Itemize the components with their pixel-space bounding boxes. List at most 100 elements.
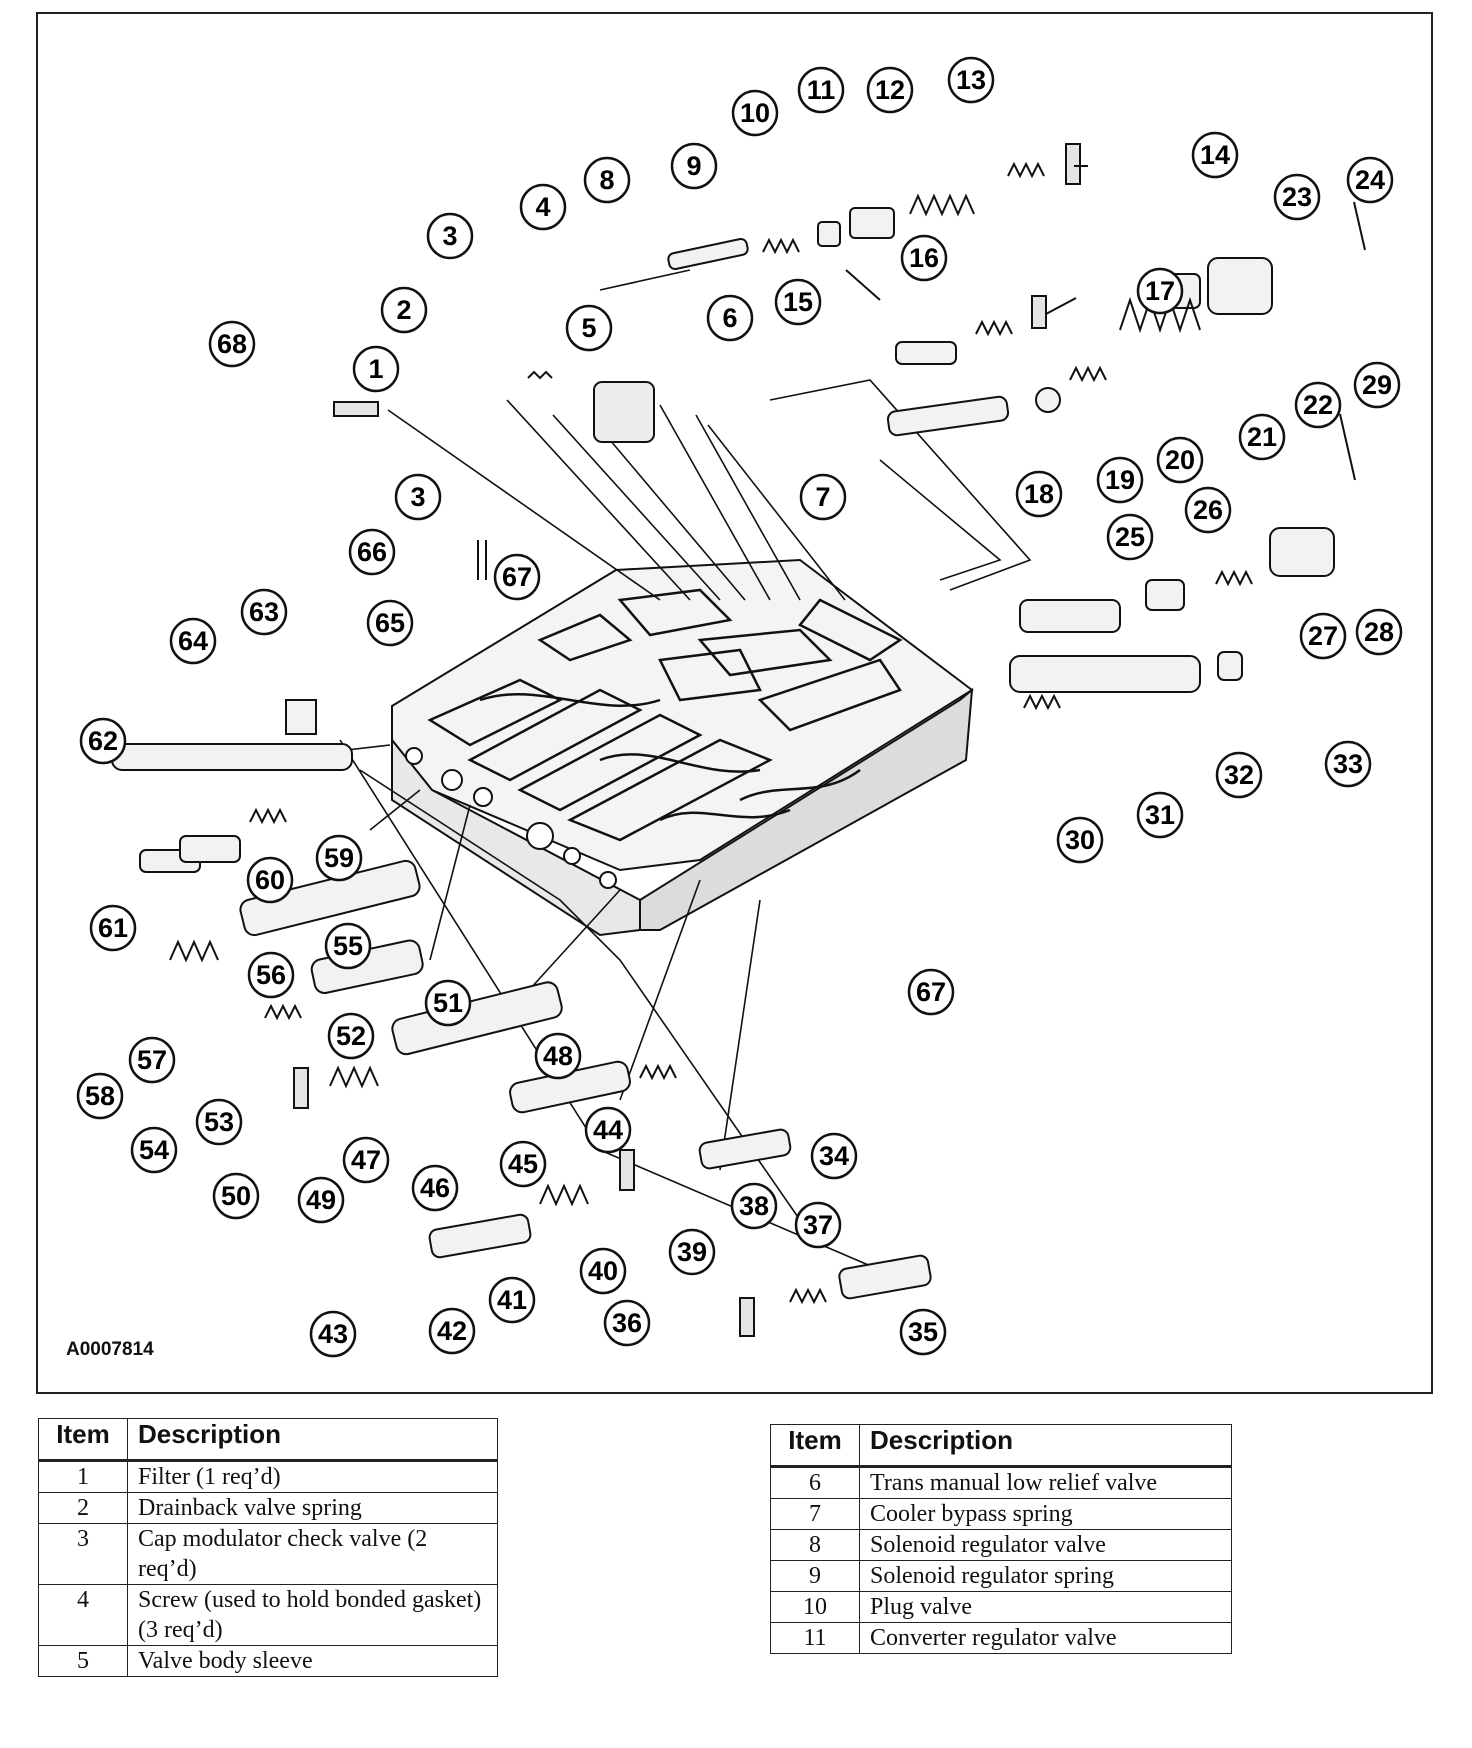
callout-number: 27	[1308, 621, 1338, 651]
callout-circle	[352, 345, 400, 393]
callout-15: 15	[774, 278, 822, 326]
callout-number: 60	[255, 865, 285, 895]
callout-circle	[797, 66, 845, 114]
callout-circle	[1015, 470, 1063, 518]
callout-number: 47	[351, 1145, 381, 1175]
callout-number: 50	[221, 1181, 251, 1211]
callout-7: 7	[799, 473, 847, 521]
callout-number: 32	[1224, 760, 1254, 790]
callout-50: 50	[212, 1172, 260, 1220]
callout-circle	[731, 89, 779, 137]
table-header-row: Item Description	[38, 1418, 498, 1462]
callout-circle	[1299, 612, 1347, 660]
callout-64: 64	[169, 617, 217, 665]
callout-number: 51	[433, 988, 463, 1018]
callout-number: 1	[368, 354, 383, 384]
callout-49: 49	[297, 1176, 345, 1224]
callout-25: 25	[1106, 513, 1154, 561]
callout-number: 21	[1247, 422, 1277, 452]
callout-circle	[1324, 740, 1372, 788]
callout-circle	[1273, 173, 1321, 221]
callout-number: 15	[783, 287, 813, 317]
item-number: 10	[770, 1591, 860, 1623]
callout-number: 30	[1065, 825, 1095, 855]
exploded-view-diagram	[36, 12, 1433, 1394]
callout-circle	[1184, 486, 1232, 534]
item-number: 7	[770, 1498, 860, 1530]
callout-number: 68	[217, 329, 247, 359]
callout-number: 5	[581, 313, 596, 343]
callout-54: 54	[130, 1126, 178, 1174]
callout-39: 39	[668, 1228, 716, 1276]
callout-circle	[394, 473, 442, 521]
callout-number: 29	[1362, 370, 1392, 400]
item-number: 9	[770, 1560, 860, 1592]
callout-number: 25	[1115, 522, 1145, 552]
callout-28: 28	[1355, 608, 1403, 656]
callout-number: 26	[1193, 495, 1223, 525]
callout-number: 58	[85, 1081, 115, 1111]
callout-number: 14	[1200, 140, 1230, 170]
callout-circle	[493, 553, 541, 601]
callout-number: 3	[442, 221, 457, 251]
callout-6: 6	[706, 294, 754, 342]
callout-20: 20	[1156, 436, 1204, 484]
callout-number: 4	[535, 192, 550, 222]
callout-34: 34	[810, 1132, 858, 1180]
callout-57: 57	[128, 1036, 176, 1084]
callout-circle	[499, 1140, 547, 1188]
callout-circle	[1238, 413, 1286, 461]
callout-number: 23	[1282, 182, 1312, 212]
callout-circle	[315, 834, 363, 882]
callout-number: 13	[956, 65, 986, 95]
callout-number: 33	[1333, 749, 1363, 779]
callout-number: 16	[909, 243, 939, 273]
callout-circle	[799, 473, 847, 521]
callout-circle	[1056, 816, 1104, 864]
callout-number: 20	[1165, 445, 1195, 475]
callout-52: 52	[327, 1012, 375, 1060]
callout-36: 36	[603, 1299, 651, 1347]
callout-21: 21	[1238, 413, 1286, 461]
item-number: 8	[770, 1529, 860, 1561]
callout-circle	[1346, 156, 1394, 204]
callout-circle	[240, 588, 288, 636]
callout-circle	[1353, 361, 1401, 409]
callout-circle	[1136, 267, 1184, 315]
callout-circle	[534, 1032, 582, 1080]
callout-circle	[583, 156, 631, 204]
callout-circle	[1215, 751, 1263, 799]
callout-circle	[900, 234, 948, 282]
item-description: Solenoid regulator spring	[859, 1560, 1232, 1592]
callout-number: 41	[497, 1285, 527, 1315]
item-number: 5	[38, 1645, 128, 1677]
valve-body-side-right	[639, 687, 974, 931]
callout-circle	[730, 1182, 778, 1230]
valve-body-channels	[427, 588, 903, 842]
callout-number: 28	[1364, 617, 1394, 647]
callout-11: 11	[797, 66, 845, 114]
callout-4: 4	[519, 183, 567, 231]
callout-circle	[348, 528, 396, 576]
callout-number: 9	[686, 151, 701, 181]
callout-number: 56	[256, 960, 286, 990]
callout-62: 62	[79, 717, 127, 765]
callout-61: 61	[89, 904, 137, 952]
callout-circle	[208, 320, 256, 368]
callout-circle	[79, 717, 127, 765]
callout-circle	[866, 66, 914, 114]
callout-41: 41	[488, 1276, 536, 1324]
callout-circle	[810, 1132, 858, 1180]
callout-17: 17	[1136, 267, 1184, 315]
callout-circle	[670, 142, 718, 190]
callout-3: 3	[426, 212, 474, 260]
callout-number: 48	[543, 1041, 573, 1071]
callout-number: 49	[306, 1185, 336, 1215]
callout-3: 3	[394, 473, 442, 521]
callout-number: 22	[1303, 390, 1333, 420]
callout-number: 57	[137, 1045, 167, 1075]
